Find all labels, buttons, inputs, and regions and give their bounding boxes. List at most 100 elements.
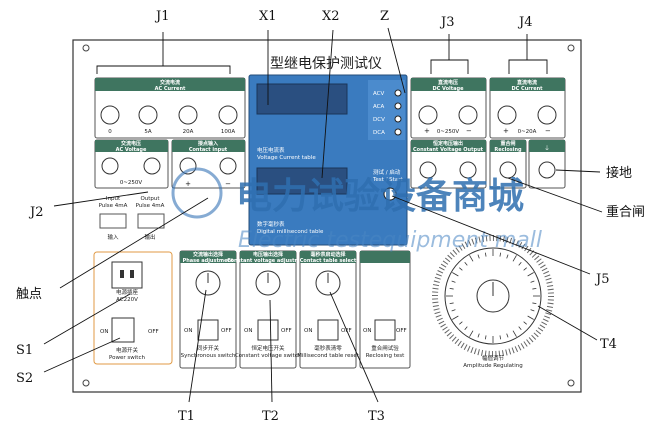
dial-tick xyxy=(518,262,522,266)
contact-input-title: 接点输入 xyxy=(197,140,218,147)
callout-t4: T4 xyxy=(600,337,617,352)
ac-voltage-title-en: AC Voltage xyxy=(116,147,147,153)
ac-voltage-terminal-1[interactable] xyxy=(101,157,119,175)
knob-panel-1: 交流输出选择 Phase adjustment ON OFF 同步开关 Sync… xyxy=(179,250,237,369)
dc-voltage-minus: − xyxy=(466,127,472,135)
label-100a: 100A xyxy=(221,129,235,135)
dial-tick xyxy=(452,315,459,320)
dial-tick xyxy=(484,335,487,340)
reclosing-title: 重合闸 xyxy=(500,140,515,147)
amplitude-label-en: Amplitude Regulating xyxy=(463,363,522,369)
dc-current-plus: + xyxy=(503,127,509,135)
power-socket[interactable] xyxy=(111,261,143,289)
dc-voltage-minus-terminal[interactable] xyxy=(458,105,478,125)
pulse-block: Input Pulse 4mA Output Pulse 4mA 输入 输出 xyxy=(99,196,165,241)
voltmeter-screen xyxy=(256,83,348,115)
mode-aca-indicator[interactable] xyxy=(394,102,402,110)
callout-x1: X1 xyxy=(259,9,277,24)
contact-input-title-en: Contact input xyxy=(189,147,228,153)
ac-current-block: 交流电流 AC Current 0 5A 20A 100A xyxy=(94,77,246,139)
knob-2-switch-label: 恒定电压开关 xyxy=(251,344,285,352)
reclosing-block: 重合闸 Reclosing ⏚ xyxy=(489,139,566,189)
terminal-100a[interactable] xyxy=(218,105,238,125)
ac-voltage-terminal-2[interactable] xyxy=(143,157,161,175)
knob-4-off: OFF xyxy=(396,328,407,334)
knob-3-on: ON xyxy=(304,328,312,334)
dial-tick xyxy=(523,321,527,325)
terminal-5a[interactable] xyxy=(138,105,158,125)
terminal-20a[interactable] xyxy=(178,105,198,125)
dial-tick xyxy=(484,252,487,257)
ms-start-button[interactable] xyxy=(383,187,397,201)
callout-j3: J3 xyxy=(439,15,454,30)
dial-tick xyxy=(451,280,456,283)
ground-terminal[interactable] xyxy=(538,161,556,179)
knob-4-switch-label-en: Reclosing test xyxy=(366,353,405,359)
cv-terminal-1[interactable] xyxy=(419,161,437,179)
amplitude-dial[interactable]: 幅值调节 Amplitude Regulating xyxy=(432,235,554,369)
contact-minus-terminal[interactable] xyxy=(219,157,237,175)
screw-icon xyxy=(567,44,575,52)
power-off-label: OFF xyxy=(148,329,159,335)
ms-title: 数字毫秒表 xyxy=(257,220,285,228)
ms-title-en: Digital millisecond table xyxy=(257,229,324,235)
label-20a: 20A xyxy=(183,129,194,135)
callout-ground: 接地 xyxy=(606,165,632,181)
dial-tick xyxy=(459,321,463,325)
mode-acv-indicator[interactable] xyxy=(394,89,402,97)
knob-1-off: OFF xyxy=(221,328,232,334)
dc-current-minus-terminal[interactable] xyxy=(537,105,557,125)
dial-tick xyxy=(527,272,534,277)
cv-terminal-2[interactable] xyxy=(459,161,477,179)
amplitude-label: 幅值调节 xyxy=(482,354,505,362)
dial-tick xyxy=(523,267,527,271)
ac-voltage-block: 交流电压 AC Voltage 0~250V xyxy=(94,139,169,189)
ac-current-title-en: AC Current xyxy=(155,86,186,92)
callout-t3: T3 xyxy=(368,409,385,424)
power-switch[interactable] xyxy=(111,317,135,343)
pulse-out-cn: 输出 xyxy=(144,233,155,241)
knob-1-switch[interactable] xyxy=(197,319,219,341)
mode-dcv-indicator[interactable] xyxy=(394,115,402,123)
reclosing-title-en: Reclosing xyxy=(494,147,522,153)
ac-voltage-title: 交流电压 xyxy=(121,140,141,147)
cv-output-title-en: Constant Voltage Output xyxy=(413,147,484,153)
callout-touch: 触点 xyxy=(16,287,42,302)
screw-icon xyxy=(82,379,90,387)
dial-tick xyxy=(469,330,474,337)
ms-mode-label: 测试 / 启动 xyxy=(373,168,401,176)
dial-tick xyxy=(459,267,463,271)
dc-current-plus-terminal[interactable] xyxy=(497,105,517,125)
terminal-0[interactable] xyxy=(100,105,120,125)
dc-current-title: 直流电流 xyxy=(517,79,537,86)
knob-3-switch-label-en: Millisecond table reset xyxy=(297,353,360,359)
power-switch-label: 电源开关 xyxy=(116,346,139,354)
dc-voltage-block: 直流电压 DC Voltage + 0~250V − xyxy=(410,77,487,139)
dial-tick xyxy=(532,287,537,290)
knob-3-title: 毫秒表启动选择 xyxy=(310,251,346,258)
reclosing-test-switch[interactable] xyxy=(374,319,396,341)
knob-2-switch[interactable] xyxy=(257,319,279,341)
knob-2-title-en: Constant voltage adjustment xyxy=(227,258,310,264)
callout-j5: J5 xyxy=(594,272,609,287)
knob-3-switch[interactable] xyxy=(317,319,339,341)
mode-aca: ACA xyxy=(373,104,385,110)
ms-mode-label-en: Test / Start xyxy=(372,177,403,183)
dial-tick xyxy=(512,255,517,262)
dial-tick xyxy=(452,272,459,277)
pulse-out-port[interactable] xyxy=(137,213,165,229)
callout-s2: S2 xyxy=(16,371,33,386)
dc-voltage-plus-terminal[interactable] xyxy=(418,105,438,125)
callout-reclose: 重合闸 xyxy=(606,204,645,220)
knob-3-switch-label: 毫秒表清零 xyxy=(314,344,342,352)
mode-dca-indicator[interactable] xyxy=(394,128,402,136)
pulse-in-port[interactable] xyxy=(99,213,127,229)
knob-3-off: OFF xyxy=(341,328,352,334)
knob-4-switch-label: 重合闸试验 xyxy=(371,344,399,352)
callout-t2: T2 xyxy=(262,409,279,424)
dial-tick xyxy=(451,309,456,312)
label-0: 0 xyxy=(108,129,112,135)
watermark-cn: 电力试验设备商城 xyxy=(236,176,524,217)
ground-icon: ⏚ xyxy=(544,145,550,152)
